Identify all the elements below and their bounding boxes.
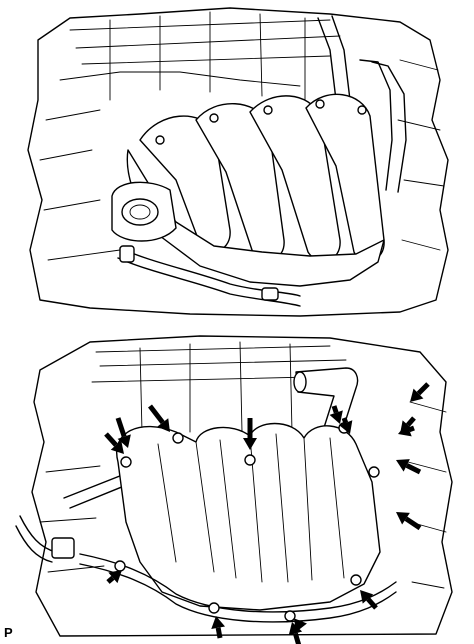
bolt-arrow-shaft (331, 405, 339, 414)
bolt-arrow-head (293, 618, 307, 632)
bottom-illustration-panel: P (0, 322, 474, 644)
bolt-arrow-shaft (115, 417, 127, 438)
bolt-arrow-shaft (215, 627, 223, 639)
bolt-arrow-head (110, 440, 124, 454)
bolt-arrow-shaft (148, 404, 165, 425)
bolt-arrow-shaft (104, 432, 118, 447)
bolt-arrow-shaft (405, 463, 422, 475)
bolt-arrow-head (117, 434, 131, 448)
figure-code-label: P (4, 625, 13, 640)
bolt-arrow-head (288, 622, 303, 636)
bolt-arrow-head (211, 616, 226, 630)
bolt-arrow-shaft (292, 632, 302, 644)
bolt-arrow-head (400, 420, 414, 434)
bolt-arrow-head (157, 418, 170, 432)
bolt-arrow-head (360, 590, 374, 604)
bolt-arrow-head (243, 438, 257, 450)
bolt-arrow-head (329, 410, 343, 424)
bolt-arrow-head (410, 388, 424, 402)
bolt-arrow-head (339, 420, 353, 434)
engine-manifold-drawing-top (27, 7, 449, 317)
bolt-arrow-shaft (366, 597, 378, 610)
bolt-arrow-shaft (404, 516, 422, 531)
top-illustration-panel (27, 7, 449, 317)
bolt-arrow-head (396, 459, 410, 472)
bolt-arrow-head (108, 570, 122, 584)
bolt-arrow-shaft (106, 575, 115, 584)
bolt-arrows (104, 382, 430, 644)
bolt-arrow-shaft (406, 416, 416, 427)
bolt-arrow-shaft (341, 417, 349, 424)
bolt-arrow-head (396, 512, 410, 525)
bolt-arrow-shaft (416, 382, 430, 396)
engine-manifold-drawing-bottom (15, 335, 453, 644)
